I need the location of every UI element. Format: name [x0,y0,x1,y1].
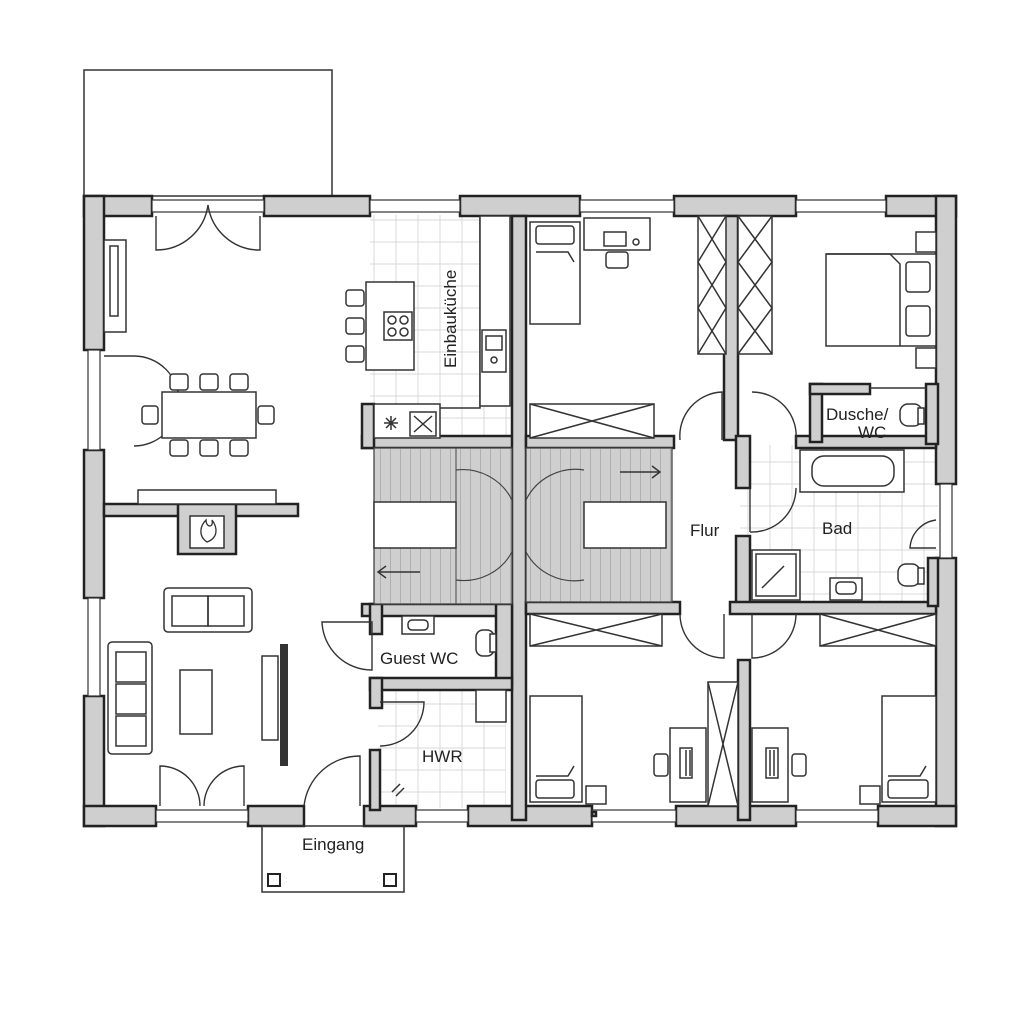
coffee-table [179,669,213,735]
toilet-icon [475,629,497,657]
desk-icon [583,217,651,269]
kitchen-counter [373,215,511,439]
wardrobe-bottom-middle [707,681,739,807]
sideboard-top-middle [529,403,655,439]
outer-walls [82,194,958,828]
stove-icon [384,411,437,437]
entrance-label: Eingang [302,835,364,854]
kitchen-label: Einbauküche [441,270,460,368]
shower-toilet [899,403,925,427]
wardrobe-top-middle [697,215,727,355]
hall-label: Flur [690,521,720,540]
desk-bottom-right [751,727,807,803]
fireplace-icon [189,515,225,549]
utility-label: HWR [422,747,463,766]
bed-bottom-right [859,695,937,805]
sofa-small [163,587,253,633]
guest-wc-label: Guest WC [380,649,458,668]
sideboard-bottom-left [529,613,663,647]
bath-toilet [897,563,925,587]
bath-label: Bad [822,519,852,538]
tv-cabinet-top [103,239,127,333]
shower-label-line2: WC [858,423,886,442]
sideboard-bottom-right [819,613,937,647]
master-bed [825,231,937,369]
bed-bottom-left [529,695,607,805]
doors [104,204,937,807]
right-staircase [525,447,673,603]
bath-shower-tray [751,549,801,601]
desk-bottom-left [653,727,707,803]
shower-label: Dusche/ [826,405,889,424]
wardrobe-master [737,215,773,355]
utility-drain [391,783,405,797]
tv-unit [261,644,288,766]
entrance-porch [261,825,405,893]
utility-machine [475,689,507,723]
inner-walls [102,214,940,822]
bathtub-icon [799,449,905,493]
bed-icon [529,221,581,325]
sofa-large [107,641,153,755]
guest-wc-sink [401,615,435,635]
dining-table [141,373,275,457]
kitchen-island [345,281,415,371]
terrace [83,69,333,197]
sideboard [137,489,277,505]
bath-sink [829,577,863,601]
left-staircase [373,447,513,605]
sink-icon [481,329,507,373]
